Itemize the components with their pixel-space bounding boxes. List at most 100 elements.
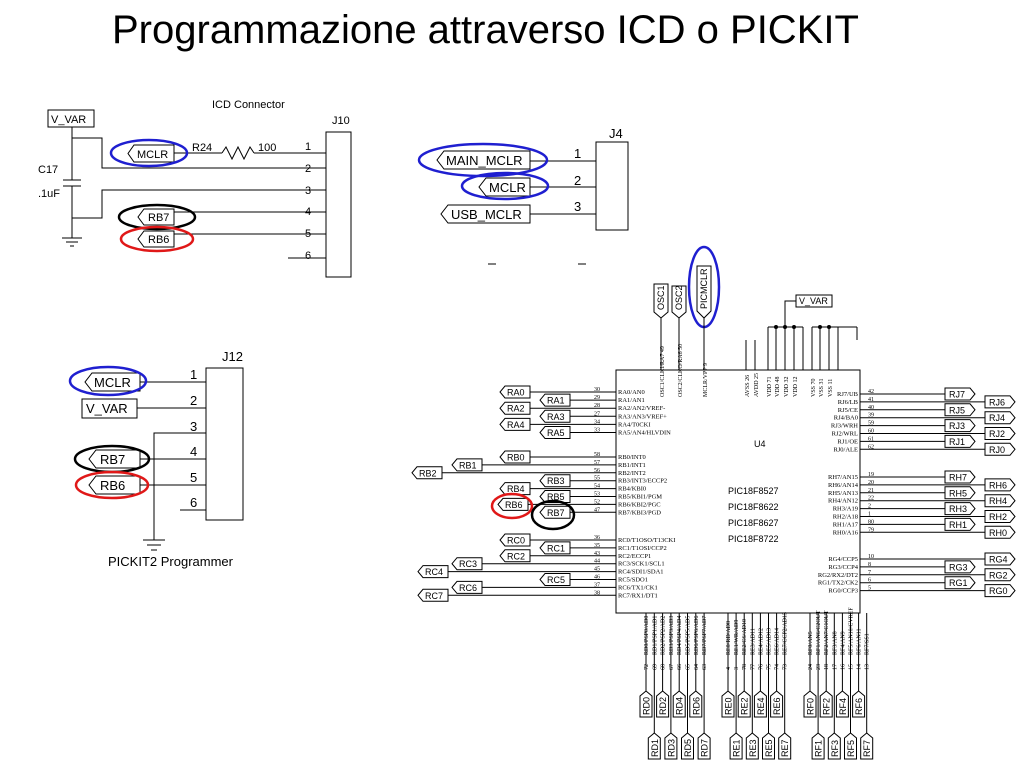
mcu-rj2-label: RJ2: [989, 429, 1005, 439]
mcu-rj3-tag: [944, 419, 976, 433]
mcu-top-pin-7: VDD 32: [784, 377, 790, 398]
j4-main-mclr-label: MAIN_MCLR: [446, 153, 523, 168]
mcu-left-pin-num-14: 36: [594, 535, 600, 541]
mcu-bottom-pin-num-12: 76: [758, 664, 764, 670]
mcu-right-pin-name-rg0-ccp3: RG0/CCP3: [828, 588, 858, 595]
mcu-re0-tag: [721, 690, 735, 718]
mcu-right-pin-name-rj0-ale: RJ0/ALE: [833, 446, 858, 453]
osc2-label: OSC2: [674, 285, 684, 310]
mcu-ra3-label: RA3: [547, 412, 565, 422]
mcu-right-pin-num-12: 2: [868, 504, 871, 510]
mcu-re5-tag: [762, 732, 775, 760]
j4-pin-1: 1: [574, 146, 581, 161]
mcu-rd6-label: RD6: [691, 697, 701, 715]
mcu-rc2-label: RC2: [507, 551, 525, 561]
mcu-right-pin-num-17: 8: [868, 562, 871, 568]
j4-pin-2: 2: [574, 173, 581, 188]
mcu-rf2-tag: [819, 690, 833, 718]
pickit-rb6-tag: [88, 475, 141, 495]
mcu-bottom-pin-name-rf0-an5: RF0/AN5: [808, 631, 814, 655]
mcu-right-pin-num-13: 1: [868, 512, 871, 518]
mcu-bottom-pin-num-18: 18: [824, 664, 830, 670]
mcu-ra2-label: RA2: [507, 404, 525, 414]
mcu-re5-label: RE5: [764, 739, 774, 757]
mcu-rd4-tag: [672, 690, 686, 718]
mcu-bottom-pin-name-rd0-psp0-ad0: RD0/PSP0/AD0: [644, 616, 650, 655]
mcu-rc6-tag: [451, 580, 483, 594]
mcu-part-1: PIC18F8527: [728, 486, 779, 496]
mcu-rj6-tag: [984, 395, 1016, 409]
mcu-re6-label: RE6: [772, 697, 782, 715]
mcu-rc3-tag: [451, 557, 483, 571]
mcu-rh4-tag: [984, 494, 1016, 508]
mcu-top-pin-10: VSS 31: [819, 378, 825, 397]
mcu-rc0-label: RC0: [507, 536, 525, 546]
j10-pin-4: 4: [305, 206, 311, 218]
mcu-rg0-tag: [984, 584, 1016, 598]
mcu-top-pin-0: OSC1/CLKI/RA7 49: [660, 346, 666, 397]
r24-ref: R24: [192, 142, 212, 154]
mcu-bottom-pin-num-7: 63: [702, 664, 708, 670]
mcu-left-pin-num-1: 29: [594, 395, 600, 401]
mcu-left-pin-name-rb6-kbi2-pgc: RB6/KBI2/PGC: [618, 501, 661, 508]
mcu-rf6-label: RF6: [854, 698, 864, 715]
mcu-bottom-pin-num-9: 3: [734, 667, 740, 670]
c17-value: .1uF: [38, 188, 60, 200]
mcu-right-pin-num-15: 79: [868, 527, 874, 533]
mcu-bottom-pin-num-1: 69: [652, 664, 658, 670]
pickit-block: J12 MCLR V_VAR RB7 RB6 1 2 3 4 5 6 PICKI…: [68, 349, 244, 569]
mcu-bottom-pin-name-rf1-an6-c2out: RF1/AN6/C2OUT: [816, 610, 822, 655]
mcu-rf1-tag: [811, 732, 825, 760]
mcu-left-pin-num-2: 28: [594, 403, 600, 409]
mcu-top-pin-6: VDD 48: [775, 377, 781, 398]
mcu-right-pin-num-19: 6: [868, 578, 871, 584]
mcu-left-pin-num-18: 45: [594, 567, 600, 573]
mcu-rj3-label: RJ3: [949, 421, 965, 431]
icd-connector-block: ICD Connector J10 V_VAR C17 .1uF MCLR R2…: [38, 99, 352, 278]
pickit-rb6-label: RB6: [100, 478, 125, 493]
j12-pin-1: 1: [190, 367, 197, 382]
icd-vvar-tag: [47, 109, 95, 128]
j4-mclr-tag: [478, 177, 531, 197]
mcu-left-pin-name-ra5-an4-hlvdin: RA5/AN4/HLVDIN: [618, 430, 671, 437]
mcu-rf3-tag: [827, 732, 841, 760]
mcu-rd5-tag: [681, 732, 694, 760]
mcu-rb3-tag: [539, 474, 571, 488]
mcu-rj5-tag: [944, 403, 976, 417]
c17-ref: C17: [38, 164, 58, 176]
mcu-rd3-tag: [664, 732, 678, 760]
mcu-re1-tag: [729, 732, 743, 760]
osc1-tag: OSC1: [653, 283, 669, 319]
mcu-right-pin-num-8: 19: [868, 472, 874, 478]
j4-usb-mclr-tag: [440, 204, 531, 224]
mcu-rc0-tag: [499, 533, 531, 547]
mcu-bottom-pin-num-8: 4: [726, 667, 732, 670]
j4-body: [595, 141, 629, 231]
mcu-left-pin-name-ra1-an1: RA1/AN1: [618, 397, 645, 404]
mcu-rh5-label: RH5: [949, 488, 967, 498]
mcu-left-pin-num-12: 52: [594, 499, 600, 505]
mcu-bottom-pin-num-0: 72: [644, 664, 650, 670]
mcu-right-pin-num-18: 7: [868, 570, 871, 576]
mcu-right-pin-num-7: 62: [868, 444, 874, 450]
j12-pin-2: 2: [190, 393, 197, 408]
j4-pin-3: 3: [574, 199, 581, 214]
mcu-left-pin-name-rc6-tx1-ck1: RC6/TX1/CK1: [618, 584, 658, 591]
mcu-bottom-pin-name-rf6-an11: RF6/AN11: [857, 629, 863, 655]
mcu-right-pin-name-rg3-ccp4: RG3/CCP4: [828, 564, 858, 571]
mcu-rf6-tag: [852, 690, 866, 718]
mcu-right-pin-num-5: 60: [868, 429, 874, 435]
mcu-right-pin-name-rj3-wrh: RJ3/WRH: [831, 423, 858, 430]
mcu-ref: U4: [754, 439, 766, 449]
mcu-rd0-tag: [639, 690, 653, 718]
mcu-rf5-label: RF5: [846, 740, 856, 757]
icd-rb6-tag: [137, 230, 175, 248]
mcu-right-pin-name-rh2-a18: RH2/A18: [833, 514, 858, 521]
mcu-left-pin-num-4: 34: [594, 419, 600, 425]
mcu-bottom-pin-name-rf5-an10-cvref: RF5/AN10/CVREF: [849, 607, 855, 655]
mcu-right-pin-num-4: 59: [868, 421, 874, 427]
mcu-rh1-label: RH1: [949, 520, 967, 530]
mcu-rd0-label: RD0: [642, 697, 652, 715]
mcu-left-pin-num-8: 56: [594, 468, 600, 474]
